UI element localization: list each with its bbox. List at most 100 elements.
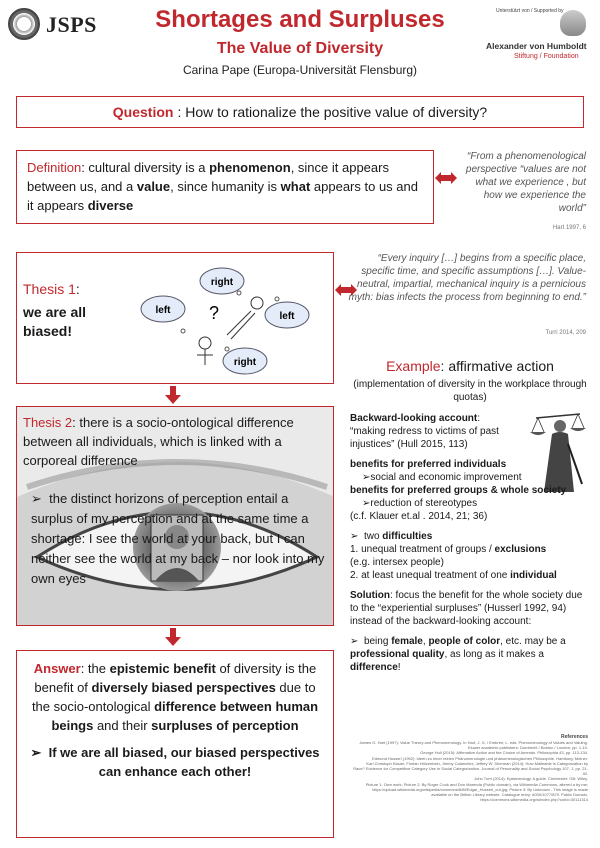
- turri-quote-source: Turri 2014, 209: [545, 330, 586, 336]
- thesis2-text: : there is a socio-ontological differenc…: [23, 415, 294, 468]
- answer-bold: epistemic benefit: [109, 661, 216, 676]
- thesis1-statement: we are all biased!: [23, 303, 86, 341]
- benefits-groups-text: &: [487, 485, 501, 496]
- figure-body: [226, 310, 252, 336]
- supported-by-text: Unterstützt von / Supported by: [496, 8, 564, 14]
- down-arrow-icon: [165, 628, 181, 646]
- reference-line: https://commons.wikimedia.org/w/index.ph…: [480, 797, 588, 803]
- reference-line: John Turri (2014): Epistemology. A guide…: [474, 776, 588, 782]
- bubble-label: left: [156, 305, 172, 316]
- benefits-individuals-title: benefits for preferred individuals: [350, 459, 507, 470]
- answer-statement: Answer: the epistemic benefit of diversi…: [25, 659, 325, 735]
- turri-quote: “Every inquiry […] begins from a specifi…: [348, 253, 586, 303]
- reference-line: Kluwer academic publishers: Dordrecht / …: [467, 745, 588, 751]
- question-box: Question: How to rationalize the positiv…: [16, 96, 584, 128]
- benefits-groups-text: benefits for preferred: [350, 485, 454, 496]
- definition-bold: diverse: [87, 198, 134, 213]
- definition-bold: phenomenon: [209, 160, 291, 175]
- figure-body: [230, 312, 256, 340]
- thesis1-colon: :: [75, 281, 80, 297]
- hart-quote: “From a phenomenological perspective “va…: [465, 151, 586, 214]
- question-text: : How to rationalize the positive value …: [177, 104, 488, 120]
- question-mark: ?: [209, 303, 219, 323]
- backward-account: Backward-looking account:: [350, 412, 590, 425]
- arrow-bullet-icon: ➢: [362, 472, 371, 483]
- thesis2-box: Thesis 2: there is a socio-ontological d…: [16, 406, 334, 626]
- bubble-right-bottom: [222, 347, 268, 375]
- final-text: ,: [422, 636, 429, 647]
- final-text: being: [363, 636, 392, 647]
- down-arrow-icon: [165, 386, 181, 404]
- benefits-item-text: reduction of stereotypes: [370, 498, 478, 509]
- benefits-individuals-item: ➢social and economic improvement: [350, 471, 590, 484]
- thought-dot: [274, 296, 280, 302]
- difficulty-bold: exclusions: [494, 544, 547, 555]
- backward-colon: :: [477, 413, 481, 424]
- benefits-item-text: social and economic improvement: [370, 472, 522, 483]
- difficulties-bold: difficulties: [382, 531, 433, 542]
- thesis2-statement: Thesis 2: there is a socio-ontological d…: [23, 413, 331, 470]
- jsps-seal-icon: [8, 8, 40, 40]
- thesis2-bullet-text: the distinct horizons of perception enta…: [31, 491, 325, 586]
- bubble-label: right: [234, 357, 257, 368]
- backward-title: Backward-looking account: [350, 413, 478, 424]
- thesis1-label: Thesis 1:: [23, 281, 80, 297]
- arrow-bullet-icon: ➢: [31, 491, 50, 506]
- answer-text: due to the socio-ontological: [31, 680, 316, 714]
- references-title: References: [561, 734, 588, 740]
- final-bold: female: [391, 636, 423, 647]
- bubble-label: left: [280, 311, 296, 322]
- eye-photo: [17, 407, 333, 625]
- difficulty-1: 1. unequal treatment of groups / exclusi…: [350, 543, 590, 556]
- final-text: , as long as it makes a: [444, 649, 544, 660]
- benefits-groups-item: ➢reduction of stereotypes: [350, 497, 590, 510]
- definition-text: , since humanity is: [170, 179, 281, 194]
- answer-bold: surpluses of perception: [151, 718, 299, 733]
- definition-bold: value: [136, 179, 171, 194]
- humboldt-foundation: Stiftung / Foundation: [514, 53, 579, 60]
- benefits-individuals: benefits for preferred individuals: [350, 458, 590, 471]
- poster-subtitle: The Value of Diversity: [216, 40, 384, 57]
- thesis2-bullet: ➢ the distinct horizons of perception en…: [31, 489, 327, 589]
- answer-label: Answer: [33, 661, 81, 676]
- hart-quote-source: Hart 1997, 6: [552, 225, 586, 231]
- solution: Solution: focus the benefit for the whol…: [350, 589, 590, 628]
- definition-text: , since it appears between us, and a: [27, 160, 389, 194]
- answer-bullet-text: If we are all biased, our biased perspec…: [48, 745, 320, 779]
- arrow-bullet-icon: ➢: [30, 745, 49, 760]
- backward-text: “making redress to victims of past injus…: [350, 426, 499, 450]
- definition-text: appears to us and it appears: [27, 179, 418, 213]
- bubble-left-1: [140, 295, 186, 323]
- benefits-groups: benefits for preferred groups & whole so…: [350, 484, 590, 497]
- bubble-left-2: [264, 301, 310, 329]
- example-label: Example: [386, 358, 441, 374]
- reference-line: available on the British Library website…: [431, 792, 588, 798]
- references-list: James G. Hart (1997): Value Theory and P…: [350, 740, 588, 802]
- final-bold: professional quality: [350, 649, 445, 660]
- difficulty-text: 2. at least unequal treatment of one: [350, 570, 511, 581]
- final-text: , etc. may be a: [500, 636, 566, 647]
- reference-line: https://upload.wikimedia.org/wikipedia/c…: [372, 786, 588, 792]
- difficulty-1-example: (e.g. intersex people): [350, 557, 444, 568]
- definition-label: Definition: [27, 160, 82, 175]
- final-bold: difference: [350, 662, 398, 673]
- thesis1-box: Thesis 1: we are all biased! right left …: [16, 252, 334, 384]
- difficulties: ➢ two difficulties: [350, 530, 590, 543]
- benefits-groups-bold: groups: [453, 485, 488, 496]
- difficulty-bold: individual: [510, 570, 557, 581]
- thesis1-line: we are all: [23, 304, 87, 320]
- humboldt-logo: Unterstützt von / Supported by Alexander…: [486, 8, 596, 68]
- answer-text: and their: [93, 718, 152, 733]
- biased-perspectives-illustration: right left left right ?: [140, 267, 310, 375]
- thought-dot: [224, 346, 230, 352]
- thesis1-label-text: Thesis 1: [23, 281, 76, 297]
- reference-line: Karl Christoph Klauer, Florian Hölzenbei…: [366, 760, 588, 766]
- jsps-logo-text: JSPS: [46, 12, 97, 37]
- benefits-citation: (c.f. Klauer et.al . 2014, 21; 36): [350, 511, 488, 522]
- reference-line: James G. Hart (1997): Value Theory and P…: [359, 740, 588, 745]
- thought-dot: [236, 290, 242, 296]
- double-arrow-icon: [335, 284, 357, 296]
- reference-line: George Hull (2015): Affirmative Action a…: [420, 750, 588, 756]
- double-arrow-icon: [435, 172, 457, 184]
- difficulty-text: 1. unequal treatment of groups /: [350, 544, 495, 555]
